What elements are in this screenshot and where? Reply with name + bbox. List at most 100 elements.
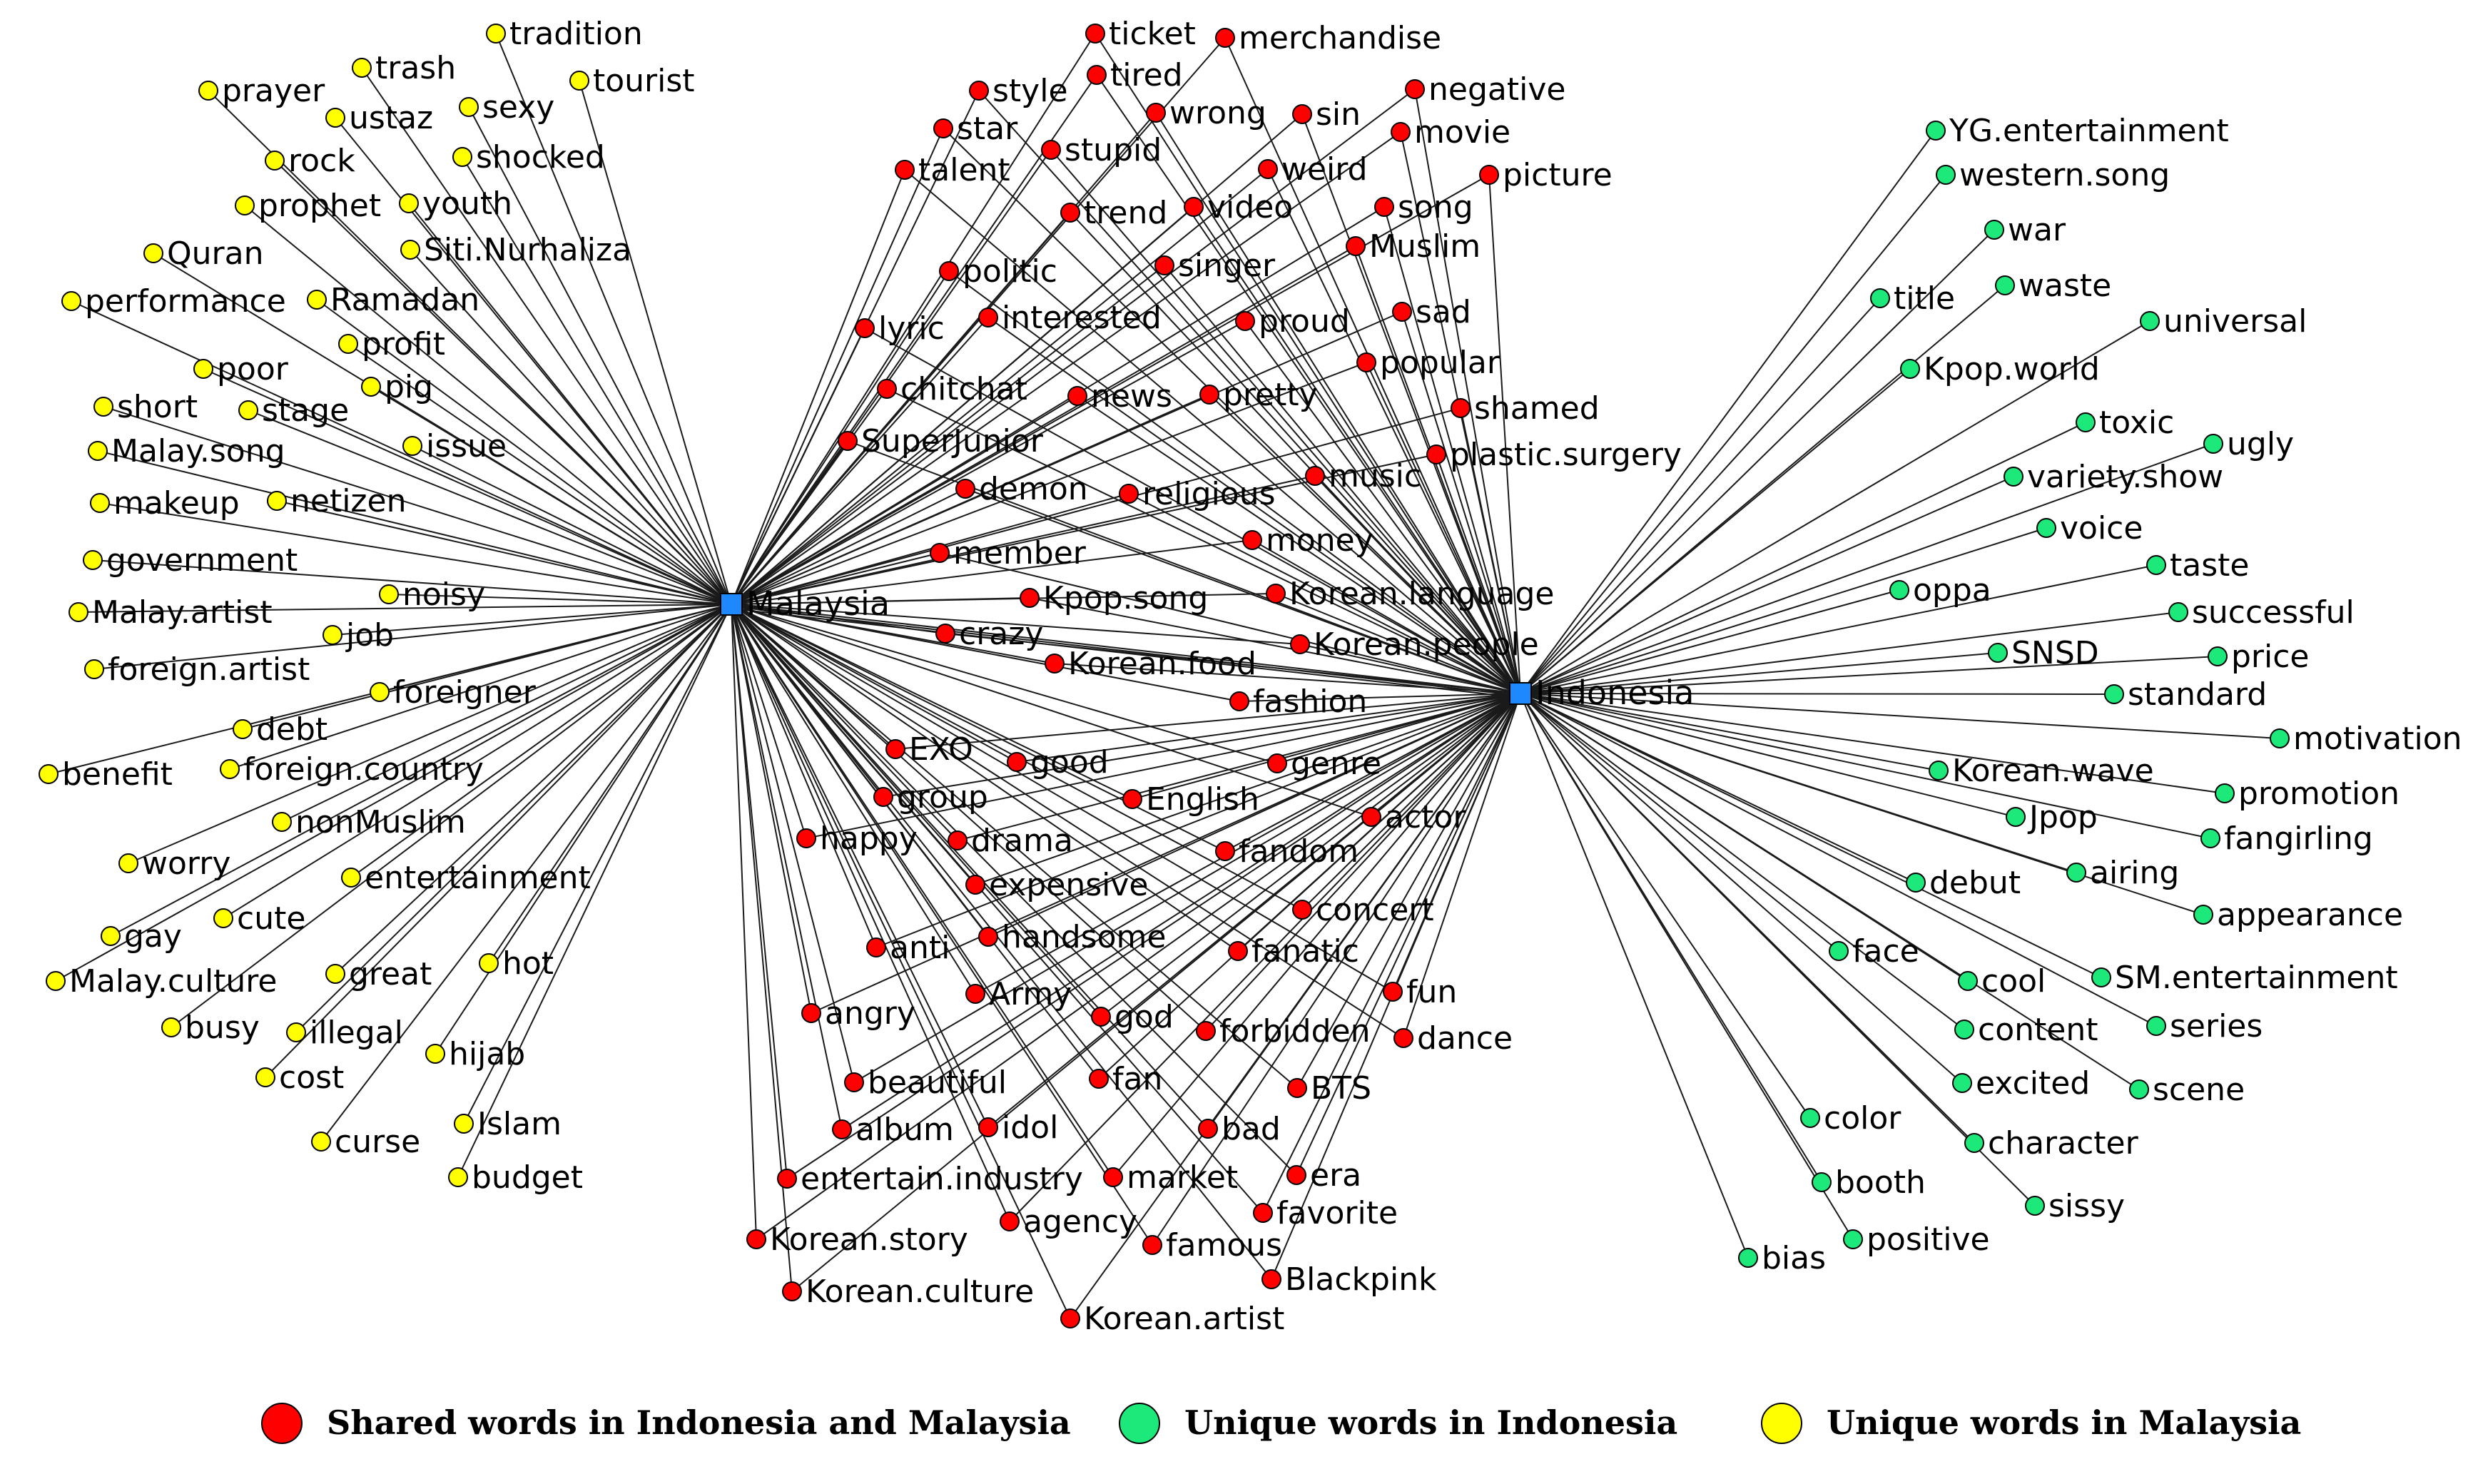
edge-malaysia-member [731,552,940,605]
indonesia-node-face [1829,941,1849,961]
edge-indonesia-era [1296,693,1521,1176]
edge-malaysia-korean-story [731,604,757,1240]
shared-label-merchandise: merchandise [1239,20,1441,56]
edge-malaysia-korean-culture [731,604,793,1292]
indonesia-label-waste: waste [2019,268,2111,304]
malaysia-node-entertainment [341,868,361,888]
indonesia-label-standard: standard [2128,676,2267,713]
shared-label-good: good [1030,744,1109,781]
shared-node-talent [895,160,915,180]
edge-malaysia-popular [731,362,1367,605]
edge-indonesia-religious [1128,493,1521,694]
edge-indonesia-toxic [1520,422,2086,694]
shared-node-fanatic [1228,941,1248,961]
shared-label-shamed: shamed [1474,390,1600,427]
malaysia-node-shocked [452,147,472,167]
indonesia-label-character: character [1988,1125,2139,1162]
malaysia-label-rock: rock [288,143,355,179]
edge-malaysia-fan [731,604,1100,1079]
indonesia-label-kpop-world: Kpop.world [1924,351,2100,387]
edge-malaysia-angry [731,604,812,1014]
shared-label-weird: weird [1281,151,1368,188]
edge-malaysia-market [731,604,1114,1178]
edge-malaysia-bts [731,604,1298,1089]
malaysia-node-netizen [267,491,287,511]
edge-indonesia-ugly [1520,443,2214,694]
indonesia-label-debut: debut [1929,865,2021,901]
shared-node-religious [1119,484,1139,504]
edge-indonesia-proud [1244,320,1521,694]
shared-label-politic: politic [963,253,1057,290]
indonesia-node-western-song [1936,165,1956,185]
edge-malaysia-rock [274,160,732,605]
edge-indonesia-album [841,693,1521,1130]
edge-malaysia-indonesia [731,608,1521,698]
edge-malaysia-demon [731,488,966,605]
shared-label-genre: genre [1291,746,1381,782]
hubs-layer: Malaysia Indonesia [720,584,1694,712]
edge-indonesia-positive [1520,693,1854,1240]
shared-node-era [1286,1165,1306,1185]
shared-node-superjunior [838,431,858,451]
indonesia-node-korean-wave [1929,761,1949,781]
indonesia-node-title [1870,288,1890,308]
shared-label-lyric: lyric [878,310,945,347]
edge-indonesia-picture [1488,174,1521,694]
edge-malaysia-famous [731,604,1153,1246]
indonesia-label-series: series [2170,1008,2263,1045]
indonesia-node-character [1964,1133,1984,1153]
malaysia-node-short [93,397,113,417]
shared-node-fandom [1215,841,1235,861]
shared-node-angry [801,1003,821,1023]
edge-malaysia-benefit [48,604,732,775]
indonesia-label-color: color [1824,1100,1901,1137]
shared-label-beautiful: beautiful [868,1064,1007,1101]
hub-label-malaysia: Malaysia [746,584,890,623]
shared-node-market [1103,1167,1123,1187]
indonesia-node-successful [2168,602,2188,622]
edge-malaysia-anti [731,604,877,948]
shared-node-lyric [855,318,875,338]
malaysia-node-nonmuslim [272,812,292,832]
legend-swatch-indonesia [1119,1403,1160,1444]
edge-indonesia-exo [895,693,1521,750]
edge-indonesia-taste [1520,564,2157,694]
edge-malaysia-pig [370,386,732,605]
hub-label-indonesia: Indonesia [1535,674,1694,712]
edge-indonesia-happy [806,693,1521,839]
edge-indonesia-member [939,552,1521,694]
edge-malaysia-siti-nurhaliza [410,249,732,605]
shared-node-entertain-industry [777,1169,797,1189]
shared-node-negative [1405,79,1425,99]
shared-label-korean-people: Korean.people [1314,626,1539,663]
edge-malaysia-busy [171,604,732,1028]
malaysia-node-tourist [569,71,589,91]
shared-label-market: market [1127,1159,1238,1196]
indonesia-node-promotion [2215,783,2235,803]
edge-malaysia-foreign-artist [93,604,732,670]
malaysia-node-budget [448,1167,468,1187]
edge-malaysia-malay-culture [55,604,732,982]
edge-indonesia-news [1077,395,1521,694]
edge-indonesia-army [975,693,1521,995]
shared-label-drama: drama [971,823,1073,859]
edge-malaysia-agency [731,604,1010,1222]
indonesia-label-yg-entertainment: YG.entertainment [1949,113,2229,149]
malaysia-label-benefit: benefit [62,756,173,793]
shared-label-superjunior: SuperJunior [861,423,1044,459]
edge-indonesia-variety-show [1520,476,2014,694]
indonesia-label-excited: excited [1976,1065,2090,1102]
malaysia-label-curse: curse [335,1124,420,1160]
edge-malaysia-islam [463,604,732,1124]
edge-malaysia-talent [731,169,905,605]
shared-node-korean-people [1290,634,1310,654]
edge-malaysia-worry [128,604,732,864]
edge-malaysia-trend [731,212,1071,605]
indonesia-node-color [1800,1108,1820,1128]
edge-malaysia-lyric [731,327,865,605]
malaysia-node-ramadan [307,290,327,310]
malaysia-node-debt [233,719,253,739]
edge-indonesia-style [978,90,1521,694]
edge-malaysia-english [731,604,1133,800]
